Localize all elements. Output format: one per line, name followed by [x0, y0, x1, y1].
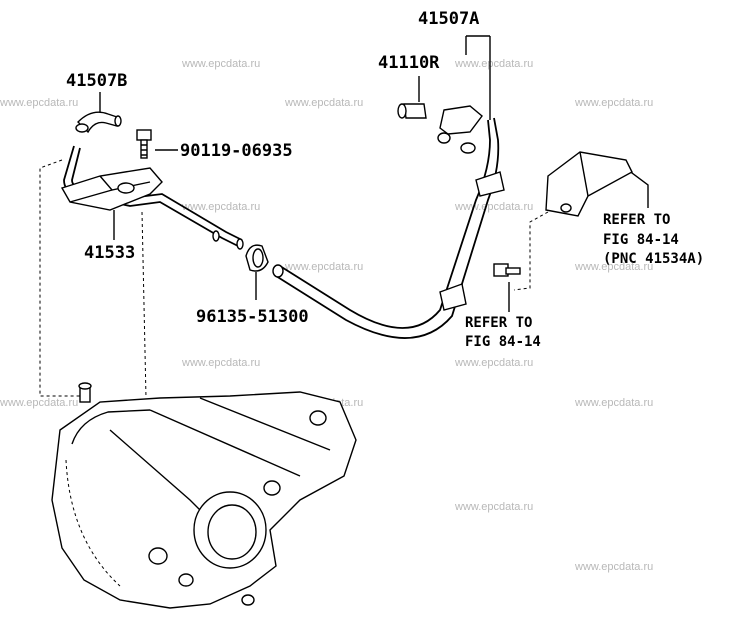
union-41110R[interactable] [397, 103, 483, 154]
bracket-refer-1[interactable] [545, 151, 633, 217]
watermark-text: www.epcdata.ru [454, 58, 533, 70]
watermark-text: www.epcdata.ru [574, 261, 653, 273]
refer-note-1-line1: REFER TO [603, 212, 670, 228]
part-label-41507B[interactable]: 41507B [66, 71, 127, 91]
watermark-text: www.epcdata.ru [0, 397, 78, 409]
part-label-96135-51300[interactable]: 96135-51300 [196, 307, 309, 327]
refer-note-2-line2: FIG 84-14 [465, 334, 541, 350]
dashed-lines [39, 159, 549, 399]
watermark-text: www.epcdata.ru [284, 97, 363, 109]
part-label-41507A[interactable]: 41507A [418, 9, 479, 29]
watermark-text: www.epcdata.ru [574, 397, 653, 409]
watermark-text: www.epcdata.ru [181, 58, 260, 70]
clamp-96135[interactable] [245, 244, 269, 272]
refer-note-1-line3: (PNC 41534A) [603, 251, 704, 267]
part-label-41533[interactable]: 41533 [84, 243, 135, 263]
watermark-text: www.epcdata.ru [0, 97, 78, 109]
leader-41507A [465, 35, 491, 120]
watermark-text: www.epcdata.ru [181, 357, 260, 369]
hose-41507B[interactable] [75, 111, 122, 134]
watermark-text: www.epcdata.ru [454, 501, 533, 513]
refer-note-1-line2: FIG 84-14 [603, 232, 679, 248]
leader-refer-1 [627, 169, 649, 208]
watermark-text: www.epcdata.ru [181, 201, 260, 213]
dashed-line-bracket [141, 211, 147, 399]
watermark-text: www.epcdata.ru [454, 357, 533, 369]
bolt-refer-2[interactable] [493, 263, 521, 277]
breather-tube-41533[interactable] [60, 145, 244, 250]
watermark-text: www.epcdata.ru [574, 561, 653, 573]
watermark-text: www.epcdata.ru [284, 261, 363, 273]
dashed-line-right [513, 211, 549, 291]
part-label-90119-06935[interactable]: 90119-06935 [180, 141, 293, 161]
part-label-41110R[interactable]: 41110R [378, 53, 440, 73]
refer-note-2-line1: REFER TO [465, 315, 532, 331]
hose-41507A[interactable] [272, 117, 505, 339]
differential-carrier[interactable] [51, 382, 357, 609]
leader-lines [99, 35, 649, 312]
bolt-90119[interactable] [136, 129, 152, 159]
watermark-text: www.epcdata.ru [454, 201, 533, 213]
watermark-text: www.epcdata.ru [574, 97, 653, 109]
